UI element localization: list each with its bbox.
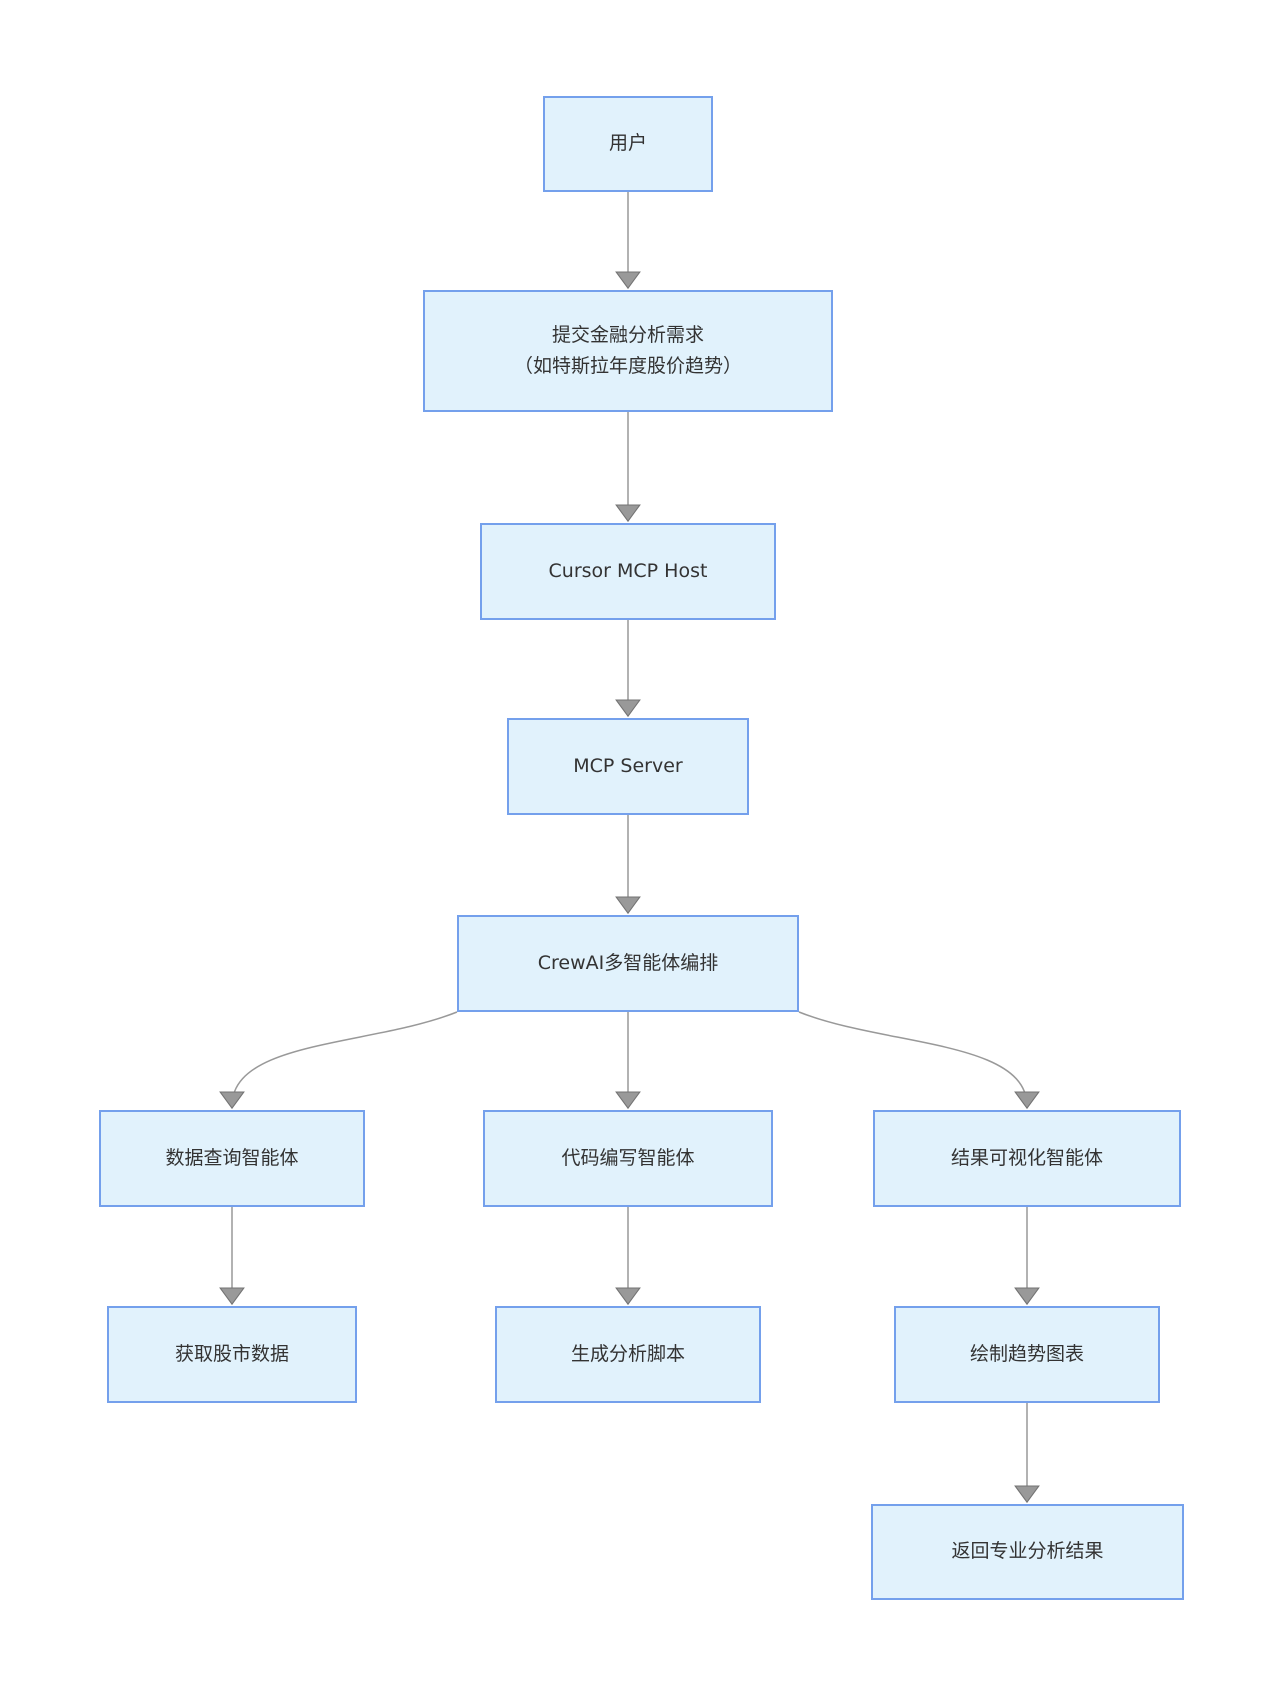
node-viz-agent: 结果可视化智能体	[873, 1110, 1181, 1207]
node-mcp-server: MCP Server	[507, 718, 749, 815]
node-request: 提交金融分析需求 （如特斯拉年度股价趋势）	[423, 290, 833, 412]
node-cursor-host-label: Cursor MCP Host	[548, 559, 708, 582]
node-code-agent-label: 代码编写智能体	[561, 1146, 695, 1169]
node-gen-script: 生成分析脚本	[495, 1306, 761, 1403]
node-data-agent-label: 数据查询智能体	[165, 1146, 299, 1169]
node-request-label: 提交金融分析需求 （如特斯拉年度股价趋势）	[513, 323, 742, 377]
node-code-agent: 代码编写智能体	[483, 1110, 773, 1207]
node-data-agent: 数据查询智能体	[99, 1110, 365, 1207]
node-crewai: CrewAI多智能体编排	[457, 915, 799, 1012]
node-draw-chart-label: 绘制趋势图表	[969, 1342, 1084, 1365]
node-user: 用户	[543, 96, 713, 192]
node-fetch-data: 获取股市数据	[107, 1306, 357, 1403]
node-return-result: 返回专业分析结果	[871, 1504, 1184, 1600]
node-cursor-host: Cursor MCP Host	[480, 523, 776, 620]
edge-crewai-to-data-agent	[232, 1011, 458, 1106]
node-mcp-server-label: MCP Server	[573, 754, 683, 777]
node-crewai-label: CrewAI多智能体编排	[537, 951, 719, 974]
node-gen-script-label: 生成分析脚本	[570, 1342, 685, 1365]
node-viz-agent-label: 结果可视化智能体	[950, 1146, 1103, 1169]
edge-crewai-to-viz-agent	[798, 1011, 1027, 1106]
node-draw-chart: 绘制趋势图表	[894, 1306, 1160, 1403]
node-user-label: 用户	[608, 132, 647, 155]
node-return-result-label: 返回专业分析结果	[951, 1540, 1104, 1563]
node-fetch-data-label: 获取股市数据	[174, 1342, 289, 1365]
